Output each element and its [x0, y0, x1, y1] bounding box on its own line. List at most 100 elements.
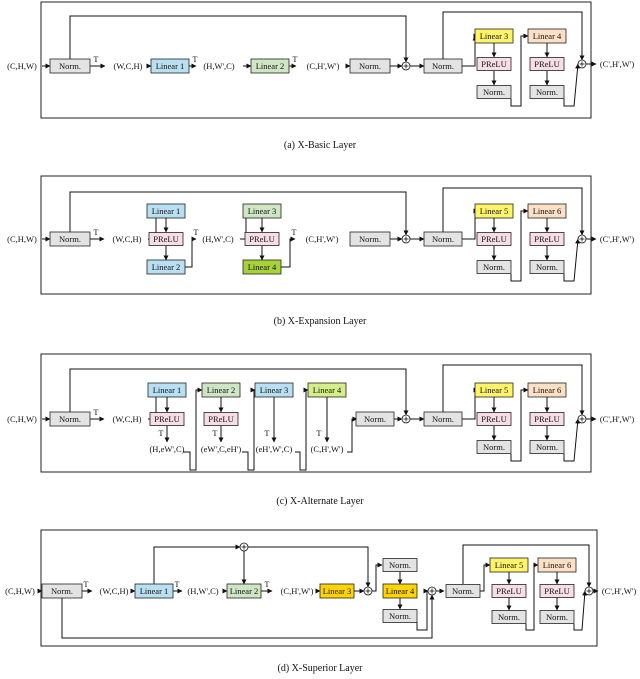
panel-2-shape-2: (eW',C,eH') [201, 444, 242, 454]
panel-3-input-shape: (C,H,W) [5, 586, 35, 596]
panel-0-norm-label: Norm. [536, 87, 558, 97]
panel-0-linear-4-box [527, 28, 567, 44]
panel-1-prelu-label: PReLU [534, 234, 560, 244]
panel-3-shape-0: (W,C,H) [100, 586, 129, 596]
panel-3-linear-1-label: Linear 1 [140, 586, 169, 596]
flow-connector [525, 562, 539, 631]
panel-0-norm-label: Norm. [432, 61, 454, 71]
flow-connector [563, 63, 581, 107]
panel-1-linear-2-box [146, 259, 186, 275]
panel-1-norm-label: Norm. [359, 234, 381, 244]
panel-2-prelu-label: PReLU [534, 414, 560, 424]
panel-1-skip-2 [442, 187, 585, 236]
panel-1-prelu-label: PReLU [153, 234, 179, 244]
panel-0-norm-box [349, 58, 391, 74]
transpose-mark: T [94, 55, 99, 64]
panel-2-output-shape: (C',H',W') [600, 414, 635, 424]
panel-3-norm-label: Norm. [389, 611, 411, 621]
panel-3-norm-box [382, 609, 418, 623]
panel-1-prelu-box [148, 232, 184, 246]
panel-2-linear-3-box [254, 382, 294, 398]
flow-connector [295, 387, 309, 471]
flow-connector [183, 387, 203, 471]
panel-0-linear-1-label: Linear 1 [156, 61, 185, 71]
panel-2-shape-4: (C,H',W') [311, 444, 344, 454]
transpose-mark: T [265, 580, 270, 589]
panel-3-linear-6-box [537, 557, 577, 573]
panel-3-norm-label: Norm. [498, 612, 520, 622]
panel-1-linear-4-box [242, 259, 282, 275]
flow-connector [242, 387, 256, 471]
panel-3-caption: (d) X-Superior Layer [278, 663, 364, 674]
panel-3-prelu-label: PReLU [496, 586, 522, 596]
transpose-mark: T [292, 228, 297, 237]
panel-3-norm-box [491, 610, 527, 624]
panel-0-skip-1 [69, 15, 409, 63]
panel-2-norm-box [423, 411, 463, 427]
panel-1-skip-1 [69, 191, 409, 236]
panel-1-output-shape: (C',H',W') [600, 234, 635, 244]
panel-1-caption: (b) X-Expansion Layer [274, 316, 367, 327]
panel-1-norm-box [349, 231, 391, 247]
panel-1-linear-6-label: Linear 6 [533, 206, 562, 216]
panel-2-norm-box [529, 440, 565, 454]
panel-3-linear-5-label: Linear 5 [495, 560, 524, 570]
panel-1-prelu-label: PReLU [481, 234, 507, 244]
panel-2-norm-label: Norm. [432, 414, 454, 424]
panel-1-linear-3-label: Linear 3 [248, 206, 277, 216]
panel-1-linear-2-label: Linear 2 [152, 262, 181, 272]
transpose-mark: T [94, 228, 99, 237]
panel-2-skip-2 [442, 364, 585, 416]
panel-2-norm-box [476, 440, 512, 454]
flow-connector [480, 562, 491, 592]
transpose-mark: T [175, 580, 180, 589]
flow-connector [563, 238, 581, 282]
transpose-mark: T [159, 429, 164, 438]
panel-1-prelu-box [244, 232, 280, 246]
flow-connector [347, 416, 358, 453]
panel-1-norm-box [476, 260, 512, 274]
panel-1-input-shape: (C,H,W) [7, 234, 37, 244]
panel-0-norm-box [529, 85, 565, 99]
panel-2-input-shape: (C,H,W) [7, 414, 37, 424]
panel-2-linear-1-label: Linear 1 [153, 385, 182, 395]
panel-3-frame [40, 529, 598, 647]
panel-1-norm-label: Norm. [432, 234, 454, 244]
panel-1-linear-5-label: Linear 5 [480, 206, 509, 216]
panel-2-norm-box [355, 411, 395, 427]
panel-0-linear-4-label: Linear 4 [533, 31, 562, 41]
panel-0-linear-3-box [474, 28, 514, 44]
panel-2-prelu-label: PReLU [208, 414, 234, 424]
panel-3-norm-label: Norm. [389, 560, 411, 570]
flow-connector [185, 236, 197, 268]
panel-2-caption: (c) X-Alternate Layer [276, 496, 364, 507]
transpose-mark: T [94, 408, 99, 417]
panel-0-norm-label: Norm. [483, 87, 505, 97]
panel-1-norm-label: Norm. [59, 234, 81, 244]
panel-1-prelu-box [529, 232, 565, 246]
panel-3-prelu-box [539, 584, 575, 598]
panel-0-linear-2-box [250, 58, 290, 74]
transpose-mark: T [194, 228, 199, 237]
transpose-mark: T [84, 580, 89, 589]
panel-2-linear-6-label: Linear 6 [533, 385, 562, 395]
panel-2-frame [40, 353, 592, 473]
panel-0-norm-box [423, 58, 463, 74]
panel-2-norm-label: Norm. [364, 414, 386, 424]
flow-connector [573, 590, 588, 631]
panel-2-shape-1: (H,eW',C) [149, 444, 184, 454]
flow-connector [510, 208, 529, 282]
transpose-mark: T [213, 429, 218, 438]
panel-3-linear-3-box [319, 583, 355, 599]
panel-3-skip-linear [153, 544, 241, 584]
panel-2-norm-label: Norm. [483, 442, 505, 452]
transpose-mark: T [193, 55, 198, 64]
panel-3-shape-1: (H,W',C) [187, 586, 218, 596]
flow-connector [510, 387, 529, 462]
panel-1-shape-1: (H,W',C) [202, 234, 233, 244]
panel-2-prelu-box [529, 412, 565, 426]
flow-connector [416, 588, 429, 631]
flow-connector [248, 546, 371, 588]
panel-1-prelu-box [476, 232, 512, 246]
